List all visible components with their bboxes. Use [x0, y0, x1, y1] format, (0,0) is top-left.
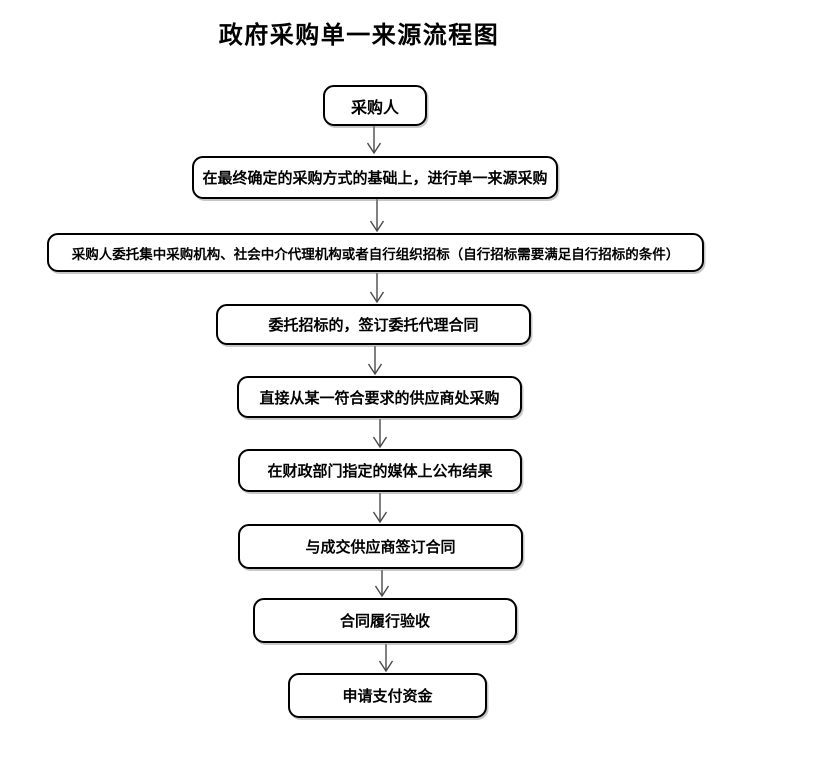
flow-node-contract-acceptance: 合同履行验收: [253, 598, 517, 643]
flow-node-single-source-basis: 在最终确定的采购方式的基础上，进行单一来源采购: [192, 156, 558, 199]
flow-arrow-7-8: [374, 570, 390, 598]
flow-arrow-1-2: [366, 126, 382, 155]
flow-node-agency-contract: 委托招标的，签订委托代理合同: [216, 304, 531, 345]
flow-node-publish-result: 在财政部门指定的媒体上公布结果: [238, 449, 522, 492]
flow-node-purchaser: 采购人: [323, 85, 427, 126]
flow-arrow-3-4: [369, 273, 385, 304]
flow-arrow-2-3: [369, 199, 385, 233]
flow-arrow-6-7: [372, 493, 388, 524]
flow-arrow-5-6: [372, 419, 388, 449]
page-title: 政府采购单一来源流程图: [218, 23, 500, 49]
flow-arrow-4-5: [367, 346, 383, 376]
flow-node-apply-payment: 申请支付资金: [288, 673, 487, 718]
flow-node-entrust-or-self-organize: 采购人委托集中采购机构、社会中介代理机构或者自行组织招标（自行招标需要满足自行招…: [47, 233, 704, 272]
flow-node-purchase-from-supplier: 直接从某一符合要求的供应商处采购: [237, 376, 522, 418]
flow-arrow-8-9: [378, 644, 394, 673]
flow-node-sign-contract: 与成交供应商签订合同: [238, 524, 523, 569]
